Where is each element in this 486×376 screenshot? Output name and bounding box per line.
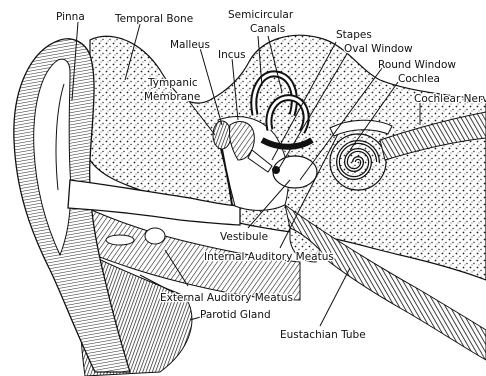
- canal-cartilage-1: [145, 228, 165, 244]
- label-pinna: Pinna: [56, 11, 85, 23]
- label-malleus: Malleus: [170, 39, 210, 51]
- vestibule-shape: [273, 156, 317, 188]
- canal-cartilage-2: [106, 235, 134, 245]
- label-temporal-bone: Temporal Bone: [114, 13, 193, 25]
- label-round-window: Round Window: [378, 59, 456, 71]
- cochlea-shape: [330, 134, 386, 190]
- label-tympanic-membrane-2: Membrane: [144, 91, 200, 103]
- label-eustachian-tube: Eustachian Tube: [280, 329, 366, 341]
- label-external-auditory-meatus: External Auditory Meatus: [160, 292, 293, 304]
- label-vestibule: Vestibule: [220, 231, 268, 243]
- label-parotid-gland: Parotid Gland: [200, 309, 271, 321]
- label-cochlear-nerve: Cochlear Nerv: [414, 93, 486, 105]
- label-semicircular-canals-2: Canals: [250, 23, 285, 35]
- label-stapes: Stapes: [336, 29, 372, 41]
- oval-window-shape: [272, 166, 280, 174]
- label-semicircular-canals-1: Semicircular: [228, 9, 294, 21]
- label-tympanic-membrane-1: Tympanic: [147, 77, 198, 89]
- label-oval-window: Oval Window: [344, 43, 413, 55]
- label-cochlea: Cochlea: [398, 73, 440, 85]
- label-incus: Incus: [218, 49, 246, 61]
- label-internal-auditory-meatus: Internal Auditory Meatus: [204, 251, 334, 263]
- malleus-shape: [213, 121, 231, 149]
